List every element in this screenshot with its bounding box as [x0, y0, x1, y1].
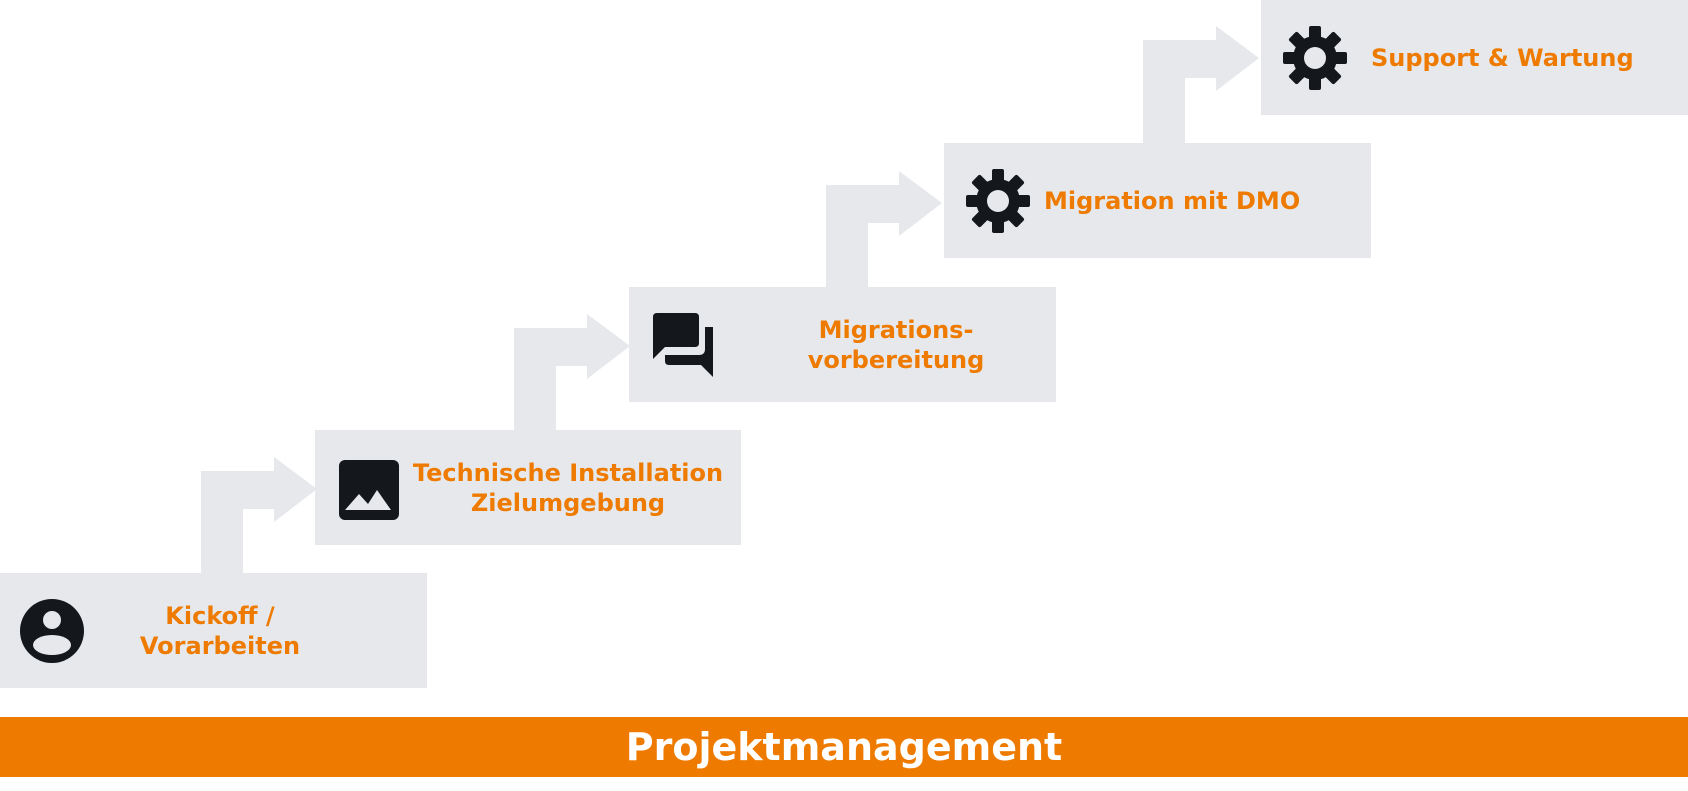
arrow-3-to-4 [826, 171, 942, 288]
arrow-4-to-5 [1143, 26, 1259, 143]
gear-icon [1283, 26, 1347, 90]
project-management-bar: Projektmanagement [0, 717, 1688, 777]
step-support-maintenance: Support & Wartung [1261, 0, 1688, 115]
bar-label: Projektmanagement [625, 725, 1063, 769]
step-technical-installation: Technische Installation Zielumgebung [315, 430, 741, 545]
arrow-2-to-3 [514, 314, 630, 431]
step-label: Migration mit DMO [1044, 186, 1301, 215]
step-label: Kickoff / Vorarbeiten [139, 601, 301, 660]
step-label: Support & Wartung [1371, 43, 1634, 72]
gear-icon [966, 169, 1030, 233]
person-icon [20, 599, 84, 663]
image-icon [337, 458, 401, 522]
chat-icon [651, 313, 715, 377]
step-kickoff: Kickoff / Vorarbeiten [0, 573, 427, 688]
step-label: Migrations- vorbereitung [807, 315, 985, 374]
arrow-1-to-2 [201, 457, 317, 574]
step-migration-dmo: Migration mit DMO [944, 143, 1371, 258]
step-label: Technische Installation Zielumgebung [412, 458, 724, 517]
step-migration-preparation: Migrations- vorbereitung [629, 287, 1056, 402]
